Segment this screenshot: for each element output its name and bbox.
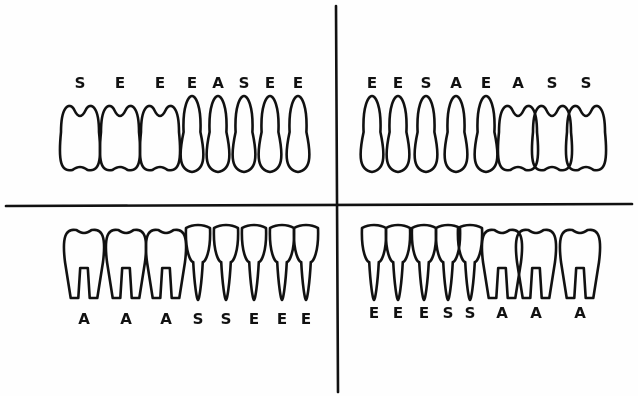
upper-left-of-chart-premolar-tooth-5 — [475, 96, 498, 172]
lower-right-of-chart-label-7: E — [277, 310, 287, 328]
lower-left-of-chart-molar-tooth-8 — [560, 230, 600, 298]
upper-left-of-chart-label-2: E — [393, 74, 403, 92]
lower-right-of-chart-label-5: S — [221, 310, 232, 328]
lower-right-of-chart-label-1: A — [78, 310, 90, 328]
upper-left-of-chart-incisor-tooth-1 — [361, 96, 384, 172]
lower-right-of-chart-label-3: A — [160, 310, 172, 328]
lower-right-of-chart-molar-tooth-1 — [64, 230, 104, 298]
upper-right-of-chart-label-1: S — [75, 74, 86, 92]
lower-left-of-chart-label-5: S — [465, 304, 476, 322]
lower-right-of-chart-molar-tooth-2 — [106, 230, 146, 298]
upper-left-of-chart-label-4: A — [450, 74, 462, 92]
lower-right-of-chart-incisor-tooth-7 — [270, 225, 294, 300]
lower-left-of-chart-canine-tooth-3 — [412, 225, 436, 300]
lower-left-of-chart-incisor-tooth-1 — [362, 225, 386, 300]
lower-left-of-chart-label-4: S — [443, 304, 454, 322]
lower-left-of-chart-label-7: A — [530, 304, 542, 322]
lower-right-of-chart-premolar-tooth-5 — [214, 225, 238, 300]
lower-left-of-chart-incisor-tooth-2 — [386, 225, 410, 300]
upper-left-of-chart-canine-tooth-3 — [415, 96, 438, 172]
lower-right-of-chart-molar-tooth-3 — [146, 230, 186, 298]
upper-left-of-chart-incisor-tooth-2 — [387, 96, 410, 172]
upper-right-of-chart-label-5: A — [212, 74, 224, 92]
upper-left-of-chart-label-8: S — [581, 74, 592, 92]
lower-right-of-chart-incisor-tooth-8 — [294, 225, 318, 300]
upper-right-of-chart-premolar-tooth-5 — [207, 96, 230, 172]
upper-right-of-chart-incisor-tooth-7 — [259, 96, 282, 172]
upper-right-of-chart-label-3: E — [155, 74, 165, 92]
upper-right-of-chart-label-4: E — [187, 74, 197, 92]
vertical-midline — [336, 6, 338, 392]
upper-left-of-chart-label-1: E — [367, 74, 377, 92]
upper-right-of-chart-label-6: S — [239, 74, 250, 92]
upper-left-of-chart-label-3: S — [421, 74, 432, 92]
upper-left-of-chart-label-7: S — [547, 74, 558, 92]
upper-right-of-chart-premolar-tooth-4 — [181, 96, 204, 172]
upper-right-of-chart-molar-tooth-2 — [100, 106, 140, 170]
lower-left-of-chart-premolar-tooth-5 — [458, 225, 482, 300]
lower-right-of-chart-label-6: E — [249, 310, 259, 328]
upper-left-of-chart-premolar-tooth-4 — [445, 96, 468, 172]
lower-right-of-chart-label-2: A — [120, 310, 132, 328]
upper-right-of-chart-molar-tooth-3 — [140, 106, 180, 170]
lower-right-of-chart-premolar-tooth-4 — [186, 225, 210, 300]
lower-left-of-chart-label-6: A — [496, 304, 508, 322]
lower-right-of-chart-canine-tooth-6 — [242, 225, 266, 300]
upper-right-of-chart-label-2: E — [115, 74, 125, 92]
upper-left-of-chart-label-5: E — [481, 74, 491, 92]
lower-left-of-chart-label-8: A — [574, 304, 586, 322]
lower-right-of-chart-label-8: E — [301, 310, 311, 328]
upper-right-of-chart-label-7: E — [265, 74, 275, 92]
lower-left-of-chart-label-1: E — [369, 304, 379, 322]
upper-left-of-chart-label-6: A — [512, 74, 524, 92]
lower-left-of-chart-premolar-tooth-4 — [436, 225, 460, 300]
horizontal-occlusal-line — [6, 204, 632, 206]
upper-right-of-chart-molar-tooth-1 — [60, 106, 100, 170]
upper-right-of-chart-incisor-tooth-8 — [287, 96, 310, 172]
upper-right-of-chart-label-8: E — [293, 74, 303, 92]
upper-right-of-chart-canine-tooth-6 — [233, 96, 256, 172]
lower-left-of-chart-label-3: E — [419, 304, 429, 322]
lower-left-of-chart-label-2: E — [393, 304, 403, 322]
lower-right-of-chart-label-4: S — [193, 310, 204, 328]
